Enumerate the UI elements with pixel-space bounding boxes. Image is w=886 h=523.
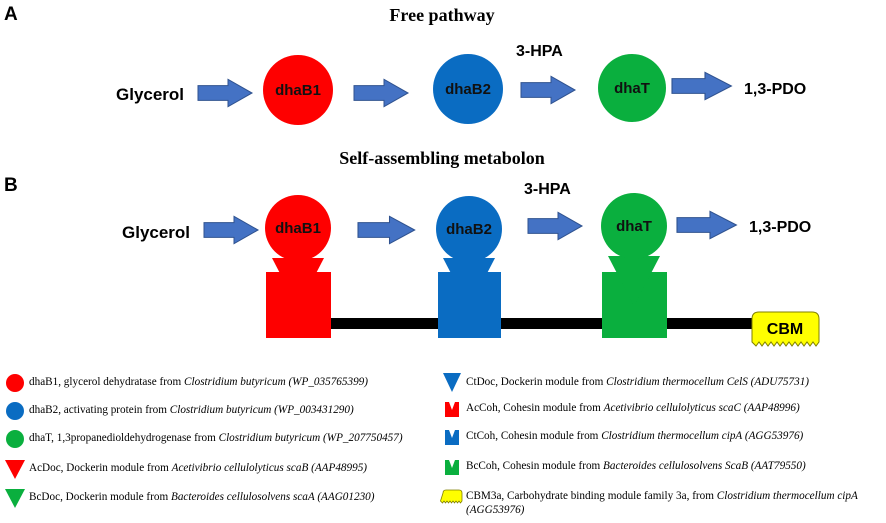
panel-a-glycerol-label: Glycerol (116, 85, 184, 104)
legend-item-dhaB1: dhaB1, glycerol dehydratase from Clostri… (3, 372, 368, 394)
panel-b-title: Self-assembling metabolon (339, 148, 545, 168)
panel-b-dhaB2-circle (436, 196, 502, 262)
legend-text-dhaT: dhaT, 1,3propanedioldehydrogenase from (29, 432, 219, 444)
legend-source-acDoc: Acetivibrio cellulolyticus scaB (AAP4899… (171, 462, 368, 474)
panel-b-arrow-2 (357, 215, 416, 245)
panel-a-dhaT-label: dhaT (614, 80, 650, 97)
legend-source-cbm: Clostridium thermocellum cipA (AGG53976) (466, 490, 858, 516)
panel-a-arrow-4 (671, 71, 732, 101)
legend-source-ctDoc: Clostridium thermocellum CelS (ADU75731) (606, 376, 810, 388)
panel-b-pdo-label: 1,3-PDO (749, 219, 811, 236)
legend-text-bcDoc: BcDoc, Dockerin module from (29, 491, 171, 503)
panel-a-label: A (4, 4, 18, 25)
legend-text-bcCoh: BcCoh, Cohesin module from (466, 460, 604, 472)
panel-a-dhaB1-label: dhaB1 (275, 82, 321, 99)
pathway-diagram: Glycerol dhaB1 dhaB2 3-HPA dhaT 1,3-PDO … (116, 43, 820, 347)
panel-a-dhaB2-circle (433, 54, 503, 124)
dockerin-ctDoc-blue (443, 258, 495, 308)
panel-b-dhaB1-circle (265, 195, 331, 261)
blue-cohesin-icon (445, 430, 459, 445)
panel-b-dhaT-circle (601, 193, 667, 259)
panel-b-arrow-3 (527, 211, 583, 241)
legend-item-cbm: CBM3a, Carbohydrate binding module famil… (440, 486, 880, 517)
legend-text-ctDoc: CtDoc, Dockerin module from (466, 376, 607, 388)
green-triangle-icon (5, 489, 25, 508)
legend-item-ctDoc: CtDoc, Dockerin module from Clostridium … (440, 372, 809, 394)
blue-triangle-icon (443, 373, 461, 392)
legend-source-bcCoh: Bacteroides cellulosolvens ScaB (AAT7955… (603, 460, 806, 472)
red-cohesin-icon (445, 402, 459, 417)
dockerin-bcDoc-green (608, 256, 660, 306)
legend-item-ctCoh: CtCoh, Cohesin module from Clostridium t… (440, 426, 803, 448)
panel-b-hpa-label: 3-HPA (524, 181, 571, 198)
panel-a-dhaT-circle (598, 54, 666, 122)
legend-item-acCoh: AcCoh, Cohesin module from Acetivibrio c… (440, 398, 800, 420)
panel-a-pdo-label: 1,3-PDO (744, 81, 806, 98)
legend-item-dhaB2: dhaB2, activating protein from Clostridi… (3, 400, 354, 422)
green-cohesin-icon (445, 460, 459, 475)
legend-item-acDoc: AcDoc, Dockerin module from Acetivibrio … (3, 458, 367, 480)
cbm-module (751, 311, 820, 347)
legend-item-bcDoc: BcDoc, Dockerin module from Bacteroides … (3, 487, 374, 509)
green-circle-icon (6, 430, 24, 448)
panel-b-dhaB1-label: dhaB1 (275, 220, 321, 237)
legend-source-dhaB2: Clostridium butyricum (WP_003431290) (169, 404, 354, 416)
legend-source-acCoh: Acetivibrio cellulolyticus scaC (AAP4899… (603, 402, 800, 414)
panel-a-arrow-3 (520, 75, 576, 105)
panel-a-dhaB1-circle (263, 55, 333, 125)
legend-source-dhaT: Clostridium butyricum (WP_207750457) (218, 432, 403, 444)
red-triangle-icon (5, 460, 25, 479)
panel-b-dhaT-label: dhaT (616, 218, 652, 235)
red-circle-icon (6, 374, 24, 392)
panel-a-dhaB2-label: dhaB2 (445, 81, 491, 98)
cbm-label: CBM (767, 321, 803, 338)
panel-a-arrow-2 (353, 78, 409, 108)
legend-text-dhaB2: dhaB2, activating protein from (29, 404, 170, 416)
scaffold-line (330, 318, 760, 329)
yellow-cbm-icon (440, 489, 463, 504)
legend-text-ctCoh: CtCoh, Cohesin module from (466, 430, 602, 442)
panel-a-title: Free pathway (389, 5, 495, 25)
panel-b-glycerol-label: Glycerol (122, 223, 190, 242)
panel-b-dhaB2-label: dhaB2 (446, 221, 492, 238)
legend-text-acCoh: AcCoh, Cohesin module from (466, 402, 604, 414)
legend-item-bcCoh: BcCoh, Cohesin module from Bacteroides c… (440, 456, 806, 478)
legend-text-cbm: CBM3a, Carbohydrate binding module famil… (466, 490, 717, 502)
blue-circle-icon (6, 402, 24, 420)
legend-source-ctCoh: Clostridium thermocellum cipA (AGG53976) (601, 430, 804, 442)
panel-a-arrow-1 (197, 78, 253, 108)
legend-text-acDoc: AcDoc, Dockerin module from (29, 462, 172, 474)
panel-b-label: B (4, 175, 18, 196)
legend-source-dhaB1: Clostridium butyricum (WP_035765399) (184, 376, 368, 388)
legend-text-dhaB1: dhaB1, glycerol dehydratase from (29, 376, 185, 388)
panel-b-arrow-4 (676, 210, 737, 240)
panel-b-arrow-1 (203, 215, 259, 245)
legend-item-dhaT: dhaT, 1,3propanedioldehydrogenase from C… (3, 428, 403, 450)
panel-a-hpa-label: 3-HPA (516, 43, 563, 60)
legend-source-bcDoc: Bacteroides cellulosolvens scaA (AAG0123… (170, 491, 375, 503)
dockerin-acDoc-red (272, 258, 324, 308)
